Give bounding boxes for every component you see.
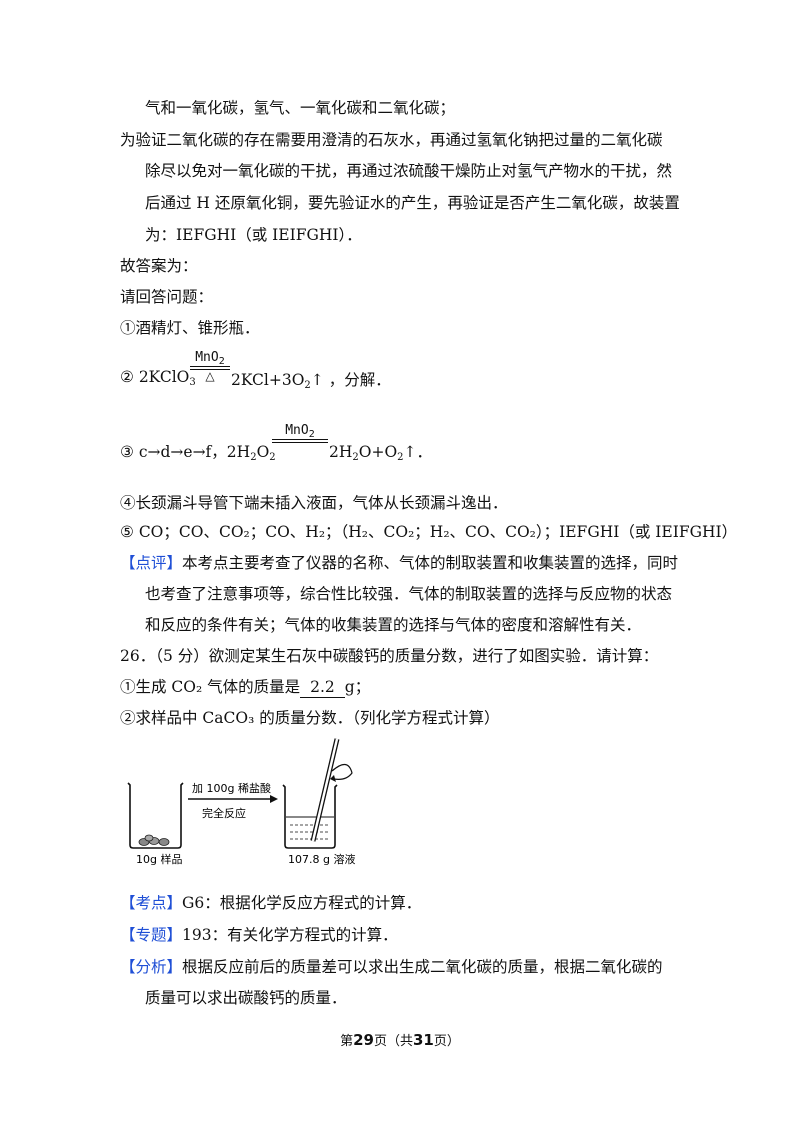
kaodian-line: 【考点】G6：根据化学反应方程式的计算． bbox=[120, 894, 422, 912]
experiment-figure: 10g 样品 加 100g 稀盐酸 完全反应 107.8 g 溶液 bbox=[127, 738, 355, 866]
equation-2: ② 2KClO3 bbox=[120, 368, 196, 388]
current-page-number: 29 bbox=[353, 1031, 374, 1049]
reaction-arrow bbox=[188, 795, 278, 803]
solution-beaker bbox=[282, 784, 338, 849]
equation-2-products: 2KCl+3O2↑ ，分解． bbox=[231, 371, 391, 391]
kaodian-tag: 【考点】 bbox=[120, 894, 183, 912]
text-line-5: 为：IEFGHI（或 IEIFGHI）． bbox=[145, 226, 362, 244]
zhuanti-tag: 【专题】 bbox=[120, 926, 183, 944]
equation-3: ③ c→d→e→f，2H2O2 bbox=[120, 443, 276, 463]
question-26-part-2: ②求样品中 CaCO₃ 的质量分数．（列化学方程式计算） bbox=[120, 709, 500, 727]
sample-label: 10g 样品 bbox=[136, 852, 182, 866]
equation-2-condition: MnO2 △ bbox=[190, 351, 230, 382]
equation-3-condition: MnO2 bbox=[272, 424, 328, 443]
text-line-4: 后通过 H 还原氧化铜，要先验证水的产生，再验证是否产生二氧化碳，故装置 bbox=[145, 194, 680, 212]
question-26-stem: 26．（5 分）欲测定某生石灰中碳酸钙的质量分数，进行了如图实验．请计算： bbox=[120, 647, 659, 665]
zhuanti-line: 【专题】193：有关化学方程式的计算． bbox=[120, 926, 398, 944]
comment-tag: 【点评】 bbox=[120, 554, 183, 572]
fenxi-line-2: 质量可以求出碳酸钙的质量． bbox=[145, 989, 347, 1007]
stirring-rod bbox=[310, 738, 353, 842]
page-footer: 第29页（共31页） bbox=[340, 1031, 460, 1049]
comment-line-3: 和反应的条件有关；气体的收集装置的选择与气体的密度和溶解性有关． bbox=[145, 616, 642, 634]
answer-1: ①酒精灯、锥形瓶． bbox=[120, 319, 260, 337]
comment-line-2: 也考查了注意事项等，综合性比较强．气体的制取装置的选择与反应物的状态 bbox=[145, 585, 673, 603]
arrow-top-label: 加 100g 稀盐酸 bbox=[192, 781, 271, 795]
fenxi-tag: 【分析】 bbox=[120, 958, 183, 976]
total-pages: 31 bbox=[413, 1031, 434, 1049]
question-prompt: 请回答问题： bbox=[120, 288, 214, 306]
equation-3-products: 2H2O+O2↑． bbox=[329, 443, 433, 463]
answer-4: ④长颈漏斗导管下端未插入液面，气体从长颈漏斗逸出． bbox=[120, 494, 508, 512]
answer-blank: 2.2 bbox=[300, 677, 345, 698]
text-line-1: 气和一氧化碳，氢气、一氧化碳和二氧化碳； bbox=[145, 99, 456, 117]
text-line-3: 除尽以免对一氧化碳的干扰，再通过浓硫酸干燥防止对氢气产物水的干扰，然 bbox=[145, 162, 673, 180]
answer-heading: 故答案为： bbox=[120, 257, 198, 275]
fenxi-line-1: 【分析】根据反应前后的质量差可以求出生成二氧化碳的质量，根据二氧化碳的 bbox=[120, 958, 663, 976]
text-line-2: 为验证二氧化碳的存在需要用澄清的石灰水，再通过氢氧化钠把过量的二氧化碳 bbox=[120, 131, 663, 149]
sample-beaker bbox=[127, 782, 184, 849]
arrow-bottom-label: 完全反应 bbox=[202, 806, 246, 820]
answer-5: ⑤ CO；CO、CO₂；CO、H₂；（H₂、CO₂；H₂、CO、CO₂）；IEF… bbox=[120, 523, 738, 541]
solution-label: 107.8 g 溶液 bbox=[288, 852, 355, 866]
comment-line-1: 【点评】本考点主要考查了仪器的名称、气体的制取装置和收集装置的选择，同时 bbox=[120, 554, 679, 572]
